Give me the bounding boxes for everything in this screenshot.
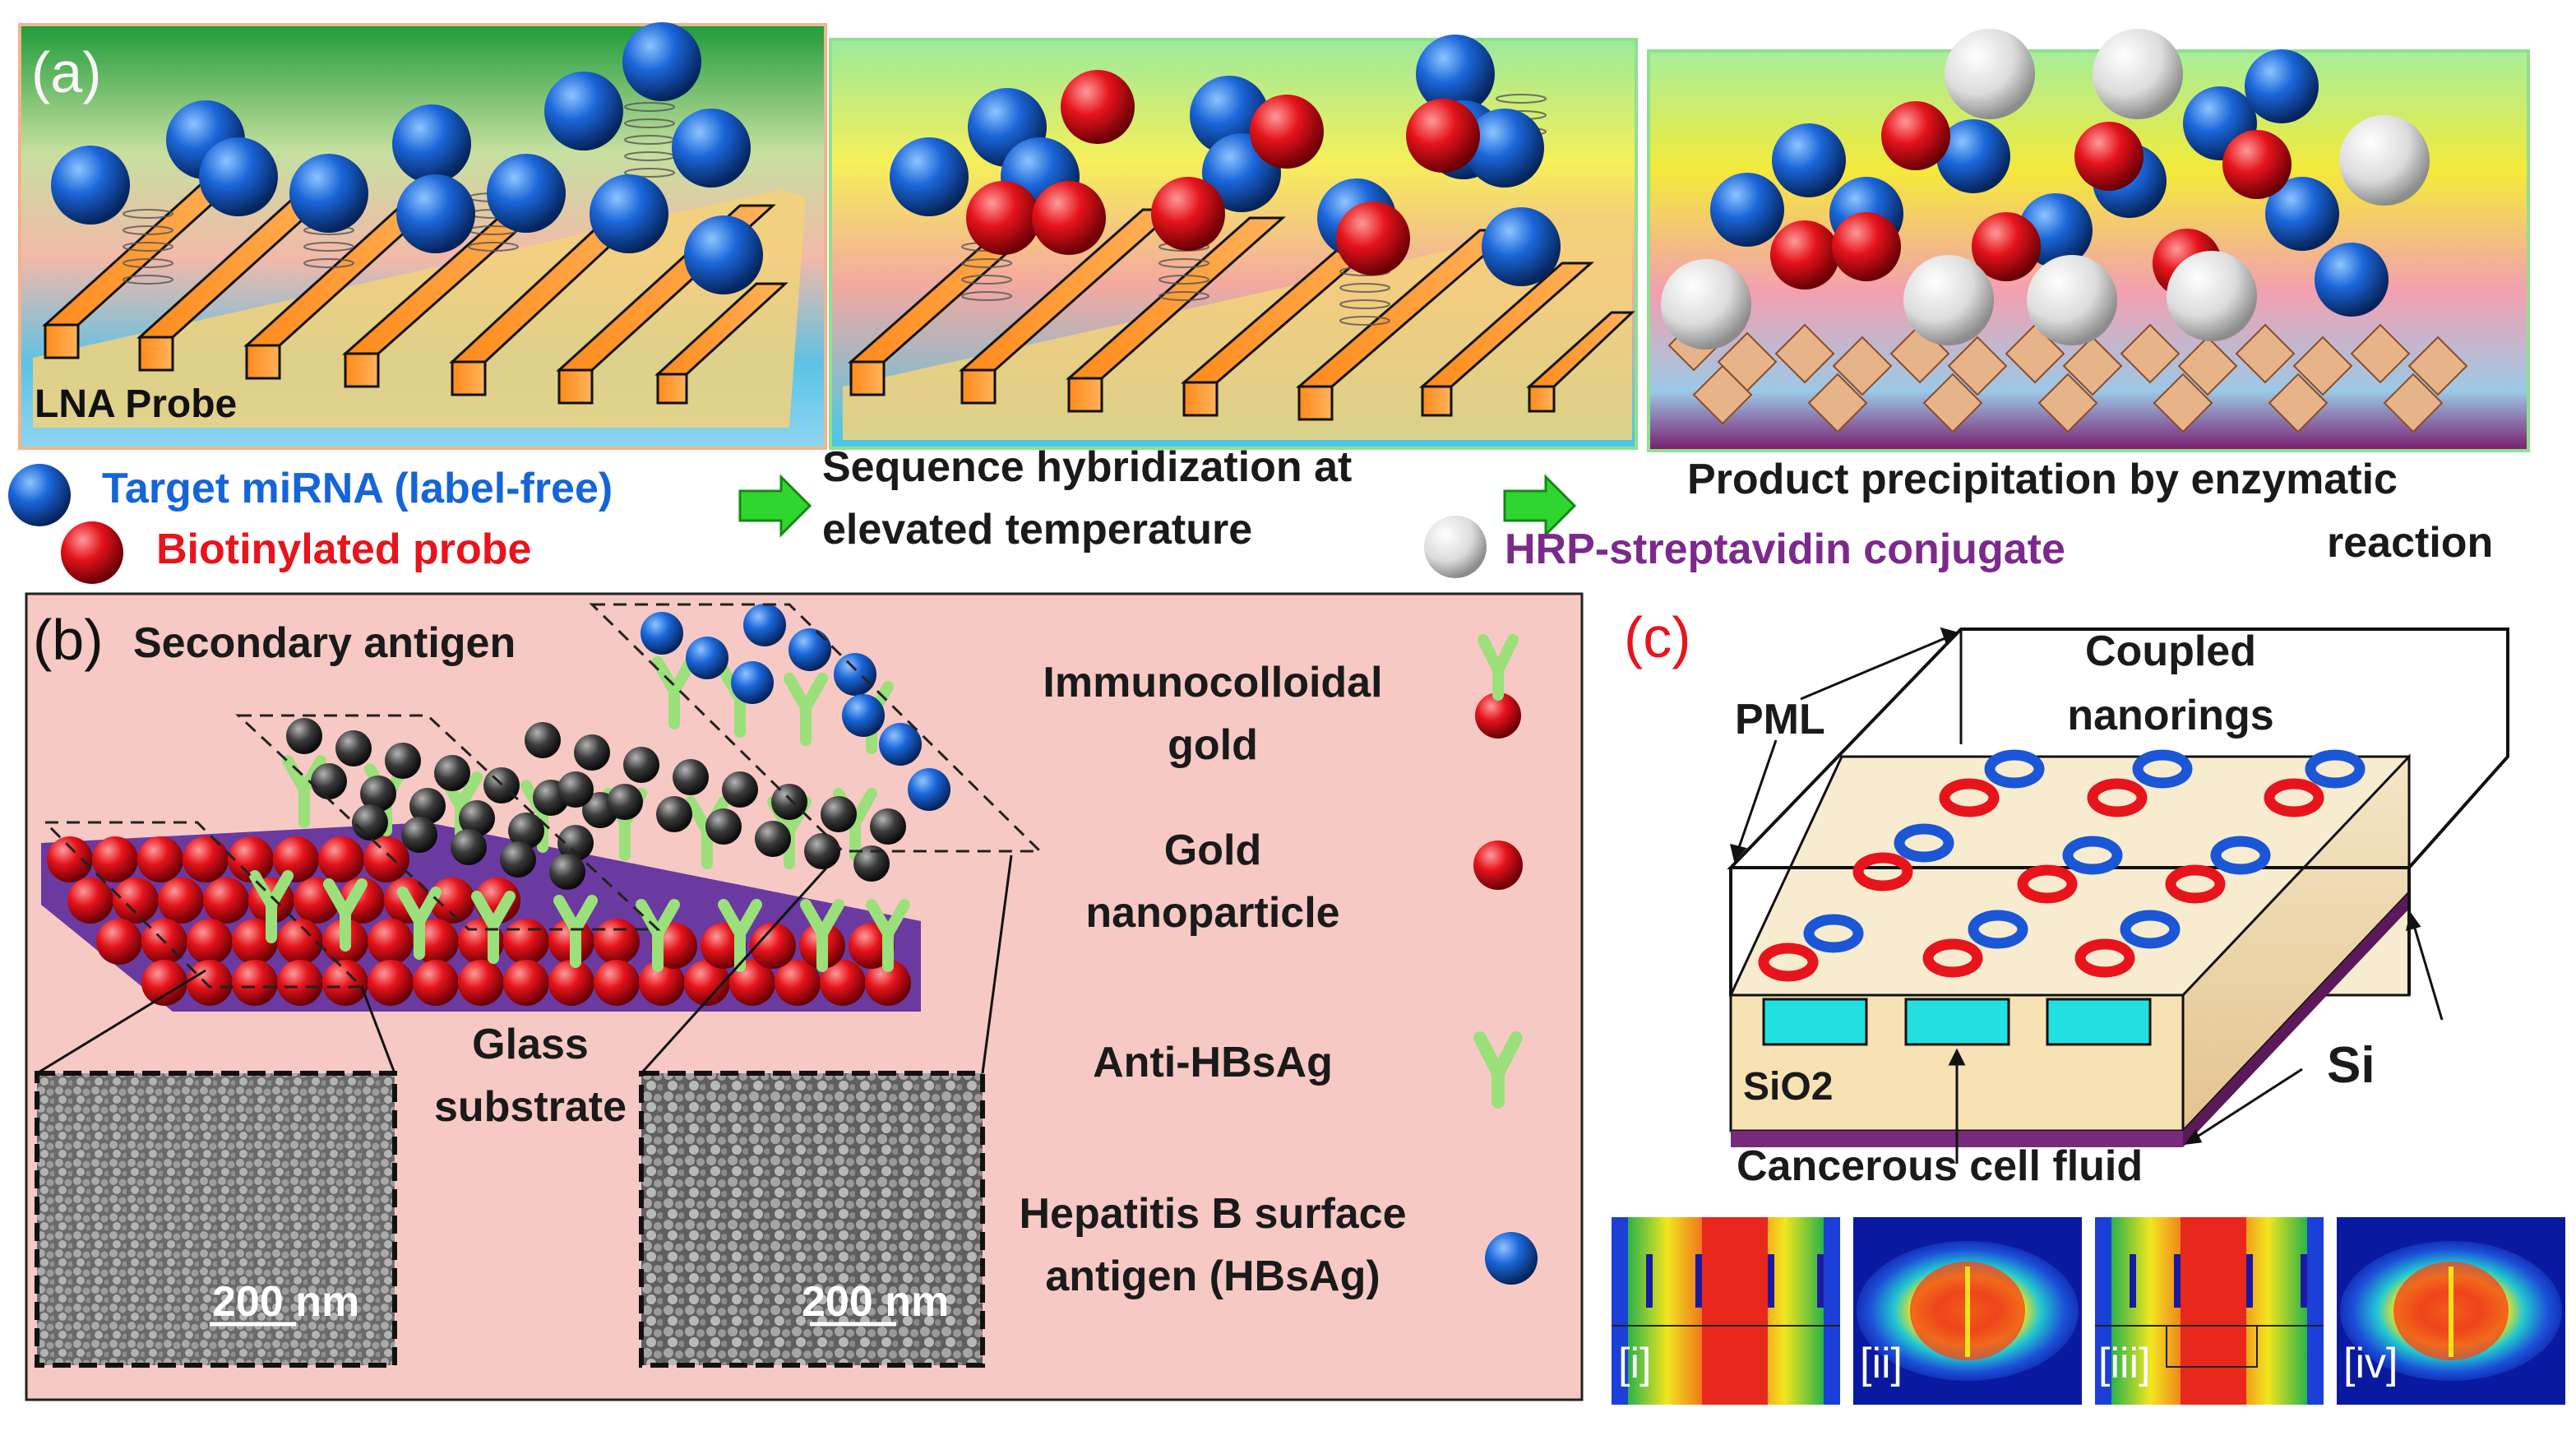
- inset-ii-label: [ii]: [1860, 1340, 1903, 1387]
- immunocolloidal-gold-icon: [1475, 634, 1521, 739]
- panel-c: [1612, 627, 2565, 1405]
- legend-immunocolloidal-line1: Immunocolloidal: [1043, 659, 1383, 706]
- legend-target-mirna-label: Target miRNA (label-free): [102, 465, 613, 512]
- fluid-channel-3: [2046, 998, 2152, 1046]
- region-outlines: [42, 603, 1043, 989]
- field-inset-ii: [1853, 1217, 2082, 1405]
- gold-nanoparticle-icon: [1473, 841, 1523, 890]
- sem-scale-left-label: 200 nm: [212, 1278, 360, 1326]
- sem-image-right: [639, 1071, 985, 1368]
- step2-label-line1: Sequence hybridization at: [822, 443, 1353, 491]
- inset-i-label: [i]: [1618, 1340, 1652, 1387]
- panel-c-pointers: [1729, 627, 2444, 1164]
- sem-image-left: [35, 1071, 397, 1368]
- glass-label-line1: Glass: [472, 1021, 589, 1068]
- inset-iv-label: [iv]: [2343, 1340, 2398, 1387]
- step3-label-line2: reaction: [2327, 519, 2494, 567]
- fluid-channel-2: [1904, 998, 2010, 1046]
- arrow-right-icon-1: [738, 474, 812, 538]
- pml-label: PML: [1735, 696, 1825, 743]
- biotinylated-probe-spheres-2: [966, 70, 1480, 276]
- secondary-antigen-spheres: [286, 718, 906, 890]
- cancerous-cell-fluid-label: Cancerous cell fluid: [1737, 1142, 2144, 1190]
- antibody-icon: [1473, 1031, 1523, 1109]
- legend-gold-np-line2: nanoparticle: [1085, 889, 1340, 937]
- field-inset-iv: [2337, 1217, 2565, 1405]
- legend-hbsag-line2: antigen (HBsAg): [1045, 1253, 1380, 1300]
- fluid-channel-1: [1762, 998, 1868, 1046]
- panel-b: [25, 592, 1584, 1401]
- panel-a: [8, 22, 2530, 584]
- sem-leader-lines: [36, 854, 1013, 1075]
- coupled-nanorings-line2: nanorings: [2067, 692, 2274, 739]
- hbsag-icon: [1485, 1232, 1538, 1285]
- legend-gold-np-line1: Gold: [1163, 827, 1262, 874]
- panel-c-tag: (c): [1624, 605, 1691, 669]
- hrp-conjugate-spheres-3: [1661, 29, 2430, 350]
- hrp-conjugate-legend-icon: [1424, 516, 1487, 578]
- field-inset-i: [1612, 1217, 1840, 1405]
- secondary-antigen-label: Secondary antigen: [133, 619, 516, 667]
- legend-immunocolloidal-line2: gold: [1168, 721, 1258, 769]
- legend-biotinylated-probe-label: Biotinylated probe: [156, 526, 532, 573]
- biotinylated-probe-legend-icon: [61, 521, 123, 584]
- panel-b-tag: (b): [33, 608, 104, 672]
- legend-anti-hbsag-label: Anti-HBsAg: [1093, 1039, 1333, 1086]
- inset-iii-label: [iii]: [2098, 1340, 2151, 1387]
- step2-label-line2: elevated temperature: [822, 506, 1253, 553]
- legend-hbsag-line1: Hepatitis B surface: [1019, 1190, 1407, 1238]
- target-mirna-spheres-1: [51, 22, 763, 294]
- sio2-label: SiO2: [1743, 1065, 1834, 1109]
- legend-hrp-label: HRP-streptavidin conjugate: [1505, 526, 2065, 573]
- lna-probe-label: LNA Probe: [35, 382, 238, 426]
- si-layer-side: [2183, 892, 2409, 1147]
- step3-label-line1: Product precipitation by enzymatic: [1687, 456, 2398, 503]
- sem-scale-right-label: 200 nm: [802, 1278, 950, 1326]
- arrow-right-icon-2: [1503, 474, 1577, 538]
- si-label: Si: [2327, 1037, 2375, 1094]
- target-mirna-legend-icon: [8, 464, 71, 526]
- hbsag-spheres: [641, 604, 950, 811]
- field-inset-iii: [2095, 1217, 2324, 1405]
- coupled-nanorings: [1758, 749, 2366, 982]
- coupled-nanorings-line1: Coupled: [2085, 628, 2256, 675]
- glass-label-line2: substrate: [433, 1083, 627, 1131]
- panel-a-tag: (a): [31, 40, 102, 104]
